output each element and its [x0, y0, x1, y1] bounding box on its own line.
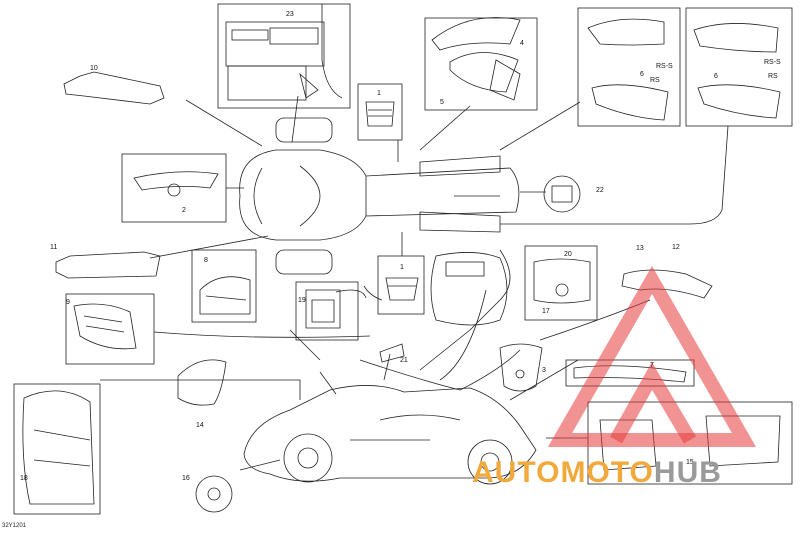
callout-11: 11: [50, 244, 57, 251]
callout-22: 22: [596, 187, 604, 194]
callout-13: 13: [636, 245, 644, 252]
callout-17: 17: [542, 308, 550, 315]
callout-14: 14: [196, 422, 204, 429]
callout-8: 8: [204, 257, 208, 264]
callout-5: 5: [440, 99, 444, 106]
callout-10: 10: [90, 65, 98, 72]
detail-box-4-5: [424, 17, 538, 111]
detail-box-6-right: [685, 7, 793, 127]
callout-9: 9: [66, 299, 70, 306]
detail-box-6-left: [577, 7, 681, 127]
diagram-reference-code: 32Y1201: [2, 523, 27, 529]
callout-19: 19: [298, 297, 306, 304]
callout-16: 16: [182, 475, 190, 482]
detail-box-1-bottom: [377, 255, 425, 315]
detail-box-1-top: [357, 83, 403, 141]
callout-6-left: 6: [640, 71, 644, 78]
detail-box-9: [65, 293, 155, 365]
detail-box-19: [295, 281, 359, 341]
callout-18: 18: [20, 475, 28, 482]
callout-4: 4: [520, 40, 524, 47]
callout-3: 3: [542, 367, 546, 374]
variant-rs-left: RS: [650, 77, 660, 84]
detail-box-7: [565, 359, 695, 387]
variant-rs-right: RS: [768, 73, 778, 80]
callout-6-right: 6: [714, 73, 718, 80]
detail-box-20-17: [524, 245, 598, 321]
callout-1-bottom: 1: [400, 264, 404, 271]
callout-23: 23: [286, 11, 294, 18]
callout-1-top: 1: [377, 90, 381, 97]
detail-box-23: [217, 3, 351, 109]
callout-20: 20: [564, 251, 572, 258]
callout-15: 15: [686, 459, 694, 466]
detail-box-8: [191, 249, 257, 323]
detail-box-18: [13, 383, 101, 515]
watermark-logo-mark: [547, 265, 757, 447]
callout-21: 21: [400, 357, 408, 364]
callout-2: 2: [182, 207, 186, 214]
watermark-text: AUTOMOTOHUB: [472, 456, 722, 490]
variant-rss-left: RS-S: [656, 63, 673, 70]
watermark-text-part1: AUTOMOTO: [472, 456, 654, 489]
callout-7: 7: [650, 362, 654, 369]
watermark-text-part2: HUB: [653, 456, 722, 489]
callout-12: 12: [672, 244, 680, 251]
variant-rss-right: RS-S: [764, 59, 781, 66]
